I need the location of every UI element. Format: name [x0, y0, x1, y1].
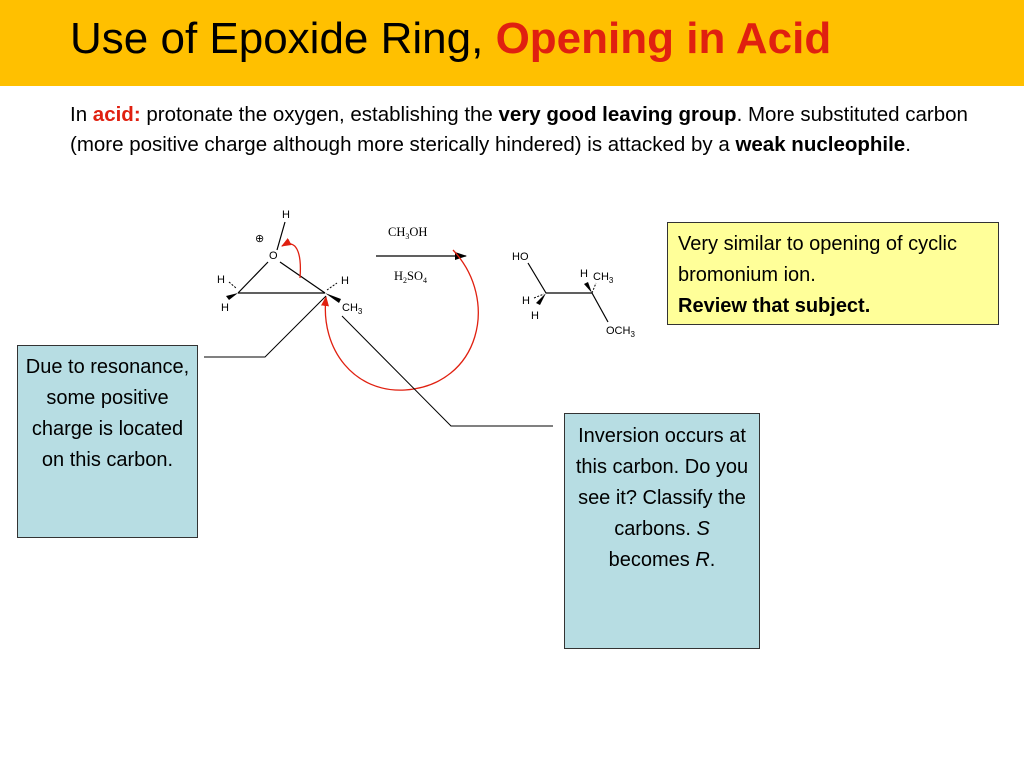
note-inversion-text: Inversion occurs at this carbon. Do you …: [575, 425, 749, 540]
product-methyl: CH3: [593, 271, 614, 285]
intro-text-3: . More substituted carbon (more positive…: [70, 103, 968, 156]
note-inversion-s: S: [696, 518, 710, 540]
note-inversion-mid: becomes: [608, 549, 696, 571]
reactant-oxygen: O: [269, 250, 278, 262]
reactant-methyl: CH3: [342, 302, 363, 316]
intro-text-4: .: [905, 133, 911, 156]
intro-acid-keyword: acid:: [92, 103, 141, 126]
note-inversion-r: R: [695, 549, 710, 571]
intro-paragraph: In acid: protonate the oxygen, establish…: [70, 100, 1000, 160]
reactant-h-top: H: [282, 209, 290, 221]
product-methoxy: OCH3: [606, 325, 635, 339]
reagent-methanol: CH3OH: [388, 225, 427, 241]
intro-text-1: In: [70, 103, 93, 126]
intro-leaving-group: very good leaving group: [498, 103, 737, 126]
intro-text-2: protonate the oxygen, establishing the: [140, 103, 499, 126]
reactant-h-left-1: H: [217, 274, 225, 286]
plus-charge-icon: ⊕: [255, 233, 264, 245]
note-resonance-text: Due to resonance, some positive charge i…: [25, 356, 190, 471]
note-similar-review: Review that subject.: [678, 295, 871, 317]
title-bar: Use of Epoxide Ring, Opening in Acid: [0, 0, 1024, 86]
reactant-h-left-2: H: [221, 302, 229, 314]
note-similar-text: Very similar to opening of cyclic bromon…: [678, 233, 958, 286]
product-ho: HO: [512, 251, 529, 263]
product-structure: HO H CH3 H H OCH3: [512, 251, 635, 339]
title-main: Use of Epoxide Ring,: [70, 14, 496, 63]
reactant-h-right: H: [341, 275, 349, 287]
reagent-sulfuric-acid: H2SO4: [394, 269, 427, 285]
note-inversion: Inversion occurs at this carbon. Do you …: [564, 413, 760, 649]
note-inversion-end: .: [709, 549, 716, 571]
inversion-callout-line: [341, 315, 553, 427]
title-accent: Opening in Acid: [495, 14, 832, 63]
bond-break-arrow-icon: [281, 238, 302, 279]
product-h-upper: H: [580, 268, 588, 280]
slide-title: Use of Epoxide Ring, Opening in Acid: [70, 14, 831, 64]
intro-weak-nucleophile: weak nucleophile: [735, 133, 906, 156]
product-h-left: H: [522, 295, 530, 307]
protonated-epoxide: H ⊕ O H H H CH3: [217, 209, 363, 316]
note-similar-bromonium: Very similar to opening of cyclic bromon…: [667, 222, 999, 325]
nucleophile-attack-arrow-icon: [321, 249, 479, 391]
resonance-callout-line: [204, 295, 327, 358]
note-resonance: Due to resonance, some positive charge i…: [17, 345, 198, 538]
reaction-arrow: CH3OH H2SO4: [376, 225, 467, 285]
product-h-lower: H: [531, 310, 539, 322]
